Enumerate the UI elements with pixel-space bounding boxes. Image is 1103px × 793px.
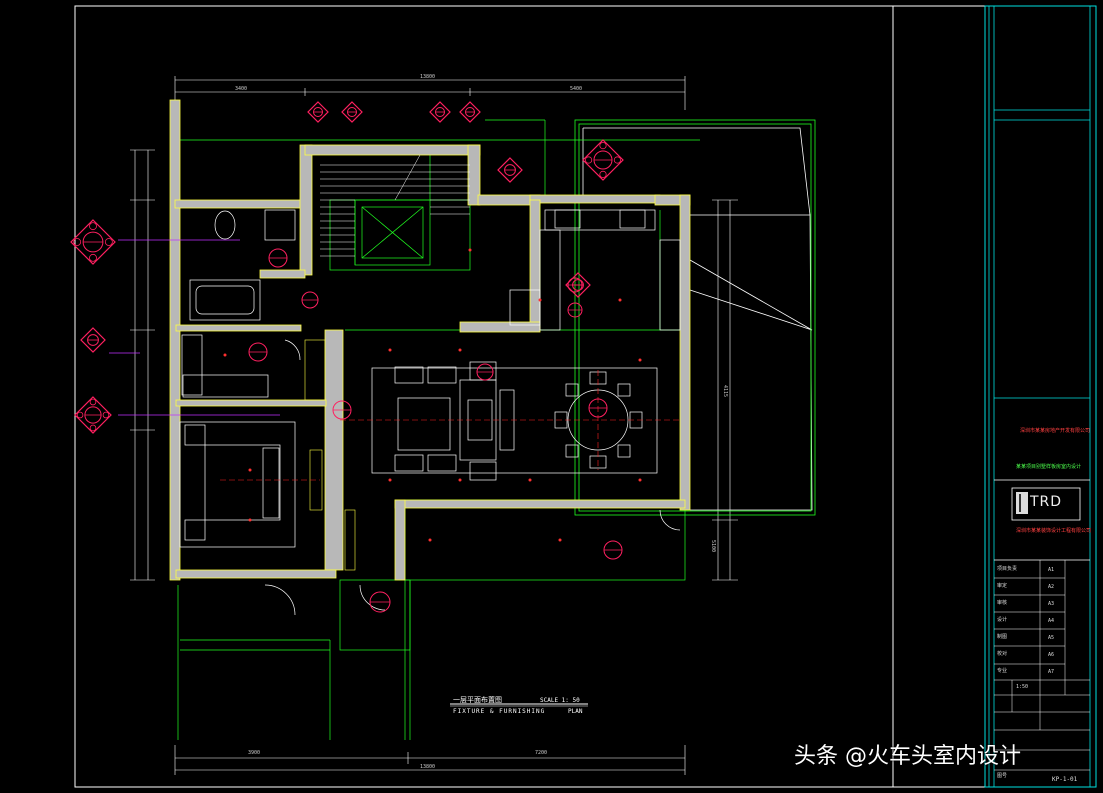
tb-row-label: 专业	[997, 668, 1008, 674]
tb-row-value: A5	[1048, 635, 1055, 641]
index-tag-icon	[497, 157, 523, 183]
dim-overall-top: 13800	[420, 74, 436, 80]
tb-row-value: A7	[1048, 669, 1055, 675]
tb-row-value: A2	[1048, 584, 1055, 590]
watermark: 头条 @火车头室内设计	[794, 744, 1021, 769]
index-tags	[70, 101, 642, 613]
dimension-lines	[130, 76, 738, 775]
index-tag-icon	[459, 101, 481, 123]
index-tag-icon	[341, 101, 363, 123]
light-point-icon	[638, 478, 642, 482]
index-tag-icon	[80, 327, 106, 353]
dim-top-right: 5400	[570, 86, 583, 92]
stair-elevator	[320, 154, 470, 266]
grid-green-lines	[170, 119, 700, 740]
dim-right-1: 4115	[722, 385, 728, 398]
title-block-grid	[994, 560, 1090, 771]
drawing-scale: SCALE 1: 50	[540, 697, 580, 704]
light-point-icon	[528, 478, 532, 482]
light-point-icon	[388, 478, 392, 482]
tb-company: 深圳市某某房地产开发有限公司	[1020, 428, 1091, 434]
leader-lines	[109, 239, 280, 416]
tb-project: 某某项目别墅样板房室内设计	[1016, 464, 1082, 470]
tb-sheet-label: 图号	[997, 773, 1008, 779]
light-point-icon	[458, 478, 462, 482]
center-lines	[220, 370, 680, 481]
tb-row-label: 项目负责	[997, 566, 1018, 572]
logo-box	[1011, 487, 1081, 521]
drawing-title-en-2: PLAN	[568, 708, 583, 715]
tb-row-value: A4	[1048, 618, 1055, 624]
dim-bottom-left: 3900	[248, 750, 261, 756]
light-point-icon	[428, 538, 432, 542]
terrace-green-frame	[574, 119, 816, 516]
light-point-icon	[558, 538, 562, 542]
index-tag-icon	[582, 139, 624, 181]
light-point-icon	[468, 248, 472, 252]
tb-design-firm: 深圳市某某装饰设计工程有限公司	[1016, 528, 1092, 534]
walls	[169, 99, 691, 581]
tb-row-label: 审定	[997, 583, 1008, 589]
light-point-icon	[248, 518, 252, 522]
tb-row-value: A1	[1048, 567, 1055, 573]
light-point-icon	[248, 468, 252, 472]
dim-right-2: 5100	[710, 540, 716, 553]
light-point-icon	[388, 348, 392, 352]
light-point-icon	[538, 298, 542, 302]
index-tag-icon	[74, 396, 112, 434]
light-point-icon	[458, 348, 462, 352]
tb-logo-text: TRD	[1030, 494, 1063, 510]
title-block-frame	[984, 5, 1097, 788]
index-tag-icon	[307, 101, 329, 123]
tb-row-label: 校对	[997, 651, 1008, 657]
index-tag-icon	[429, 101, 451, 123]
title-underline	[450, 703, 588, 707]
light-point-icon	[223, 353, 227, 357]
light-point-icon	[638, 358, 642, 362]
tb-drawing-no: KP-1-01	[1052, 776, 1078, 783]
dim-top-left: 3400	[235, 86, 248, 92]
tb-row-value: A3	[1048, 601, 1055, 607]
tb-scale: 1:50	[1016, 684, 1029, 690]
dim-overall-bottom: 13800	[420, 764, 436, 770]
tb-row-label: 制图	[997, 634, 1008, 640]
tb-row-label: 设计	[997, 617, 1008, 623]
index-tag-icon	[70, 219, 116, 265]
tb-row-value: A6	[1048, 652, 1055, 658]
sheet-frame-outer	[74, 5, 1097, 788]
tb-row-label: 审核	[997, 600, 1008, 606]
dim-bottom-right: 7200	[535, 750, 548, 756]
logo-mark-icon	[1016, 492, 1028, 514]
drawing-title-cn: 一层平面布置图	[453, 696, 502, 704]
terrace-outline	[582, 127, 813, 511]
drawing-title-en: FIXTURE & FURNISHING	[453, 708, 546, 715]
light-point-icon	[618, 298, 622, 302]
